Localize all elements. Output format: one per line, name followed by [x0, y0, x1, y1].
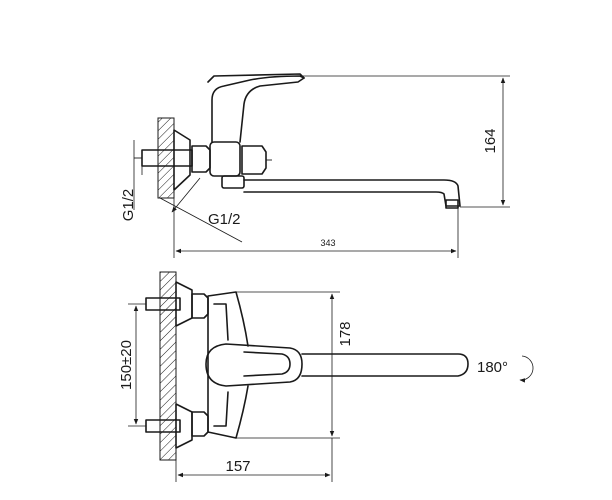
- upper-nut: [191, 293, 209, 319]
- hex-nut-top: [191, 145, 211, 173]
- rotation-arc: [519, 355, 534, 383]
- wall-hatch-top: [157, 117, 175, 199]
- spout-plan: [301, 353, 469, 377]
- lower-flange: [175, 403, 193, 449]
- dim-178: 178: [337, 321, 354, 346]
- plan-view-dimensions: 150±20 178 157 180°: [118, 291, 508, 482]
- side-view-dimensions: 164 343 G1/2 G1/2: [120, 75, 510, 258]
- spout-top: [243, 179, 461, 207]
- thread-left: G1/2: [120, 189, 137, 222]
- plan-view: [145, 271, 534, 461]
- diverter-small: [221, 175, 245, 189]
- flange-top: [173, 129, 191, 191]
- diverter-top: [241, 145, 267, 175]
- wall-hatch-bottom: [159, 271, 177, 461]
- lever-plan: [205, 343, 303, 387]
- mixer-body-plan: [207, 291, 249, 439]
- dim-157: 157: [225, 458, 250, 475]
- lever-column: [211, 75, 305, 143]
- dim-164: 164: [482, 128, 499, 153]
- lever-handle: [207, 73, 305, 83]
- upper-flange: [175, 281, 193, 327]
- mixer-body-top: [209, 141, 241, 177]
- side-view: [134, 73, 461, 209]
- dim-150: 150±20: [118, 340, 135, 390]
- dim-343: 343: [320, 238, 335, 248]
- thread-right: G1/2: [208, 211, 241, 228]
- lower-nut: [191, 411, 209, 437]
- rotation-180: 180°: [477, 359, 508, 376]
